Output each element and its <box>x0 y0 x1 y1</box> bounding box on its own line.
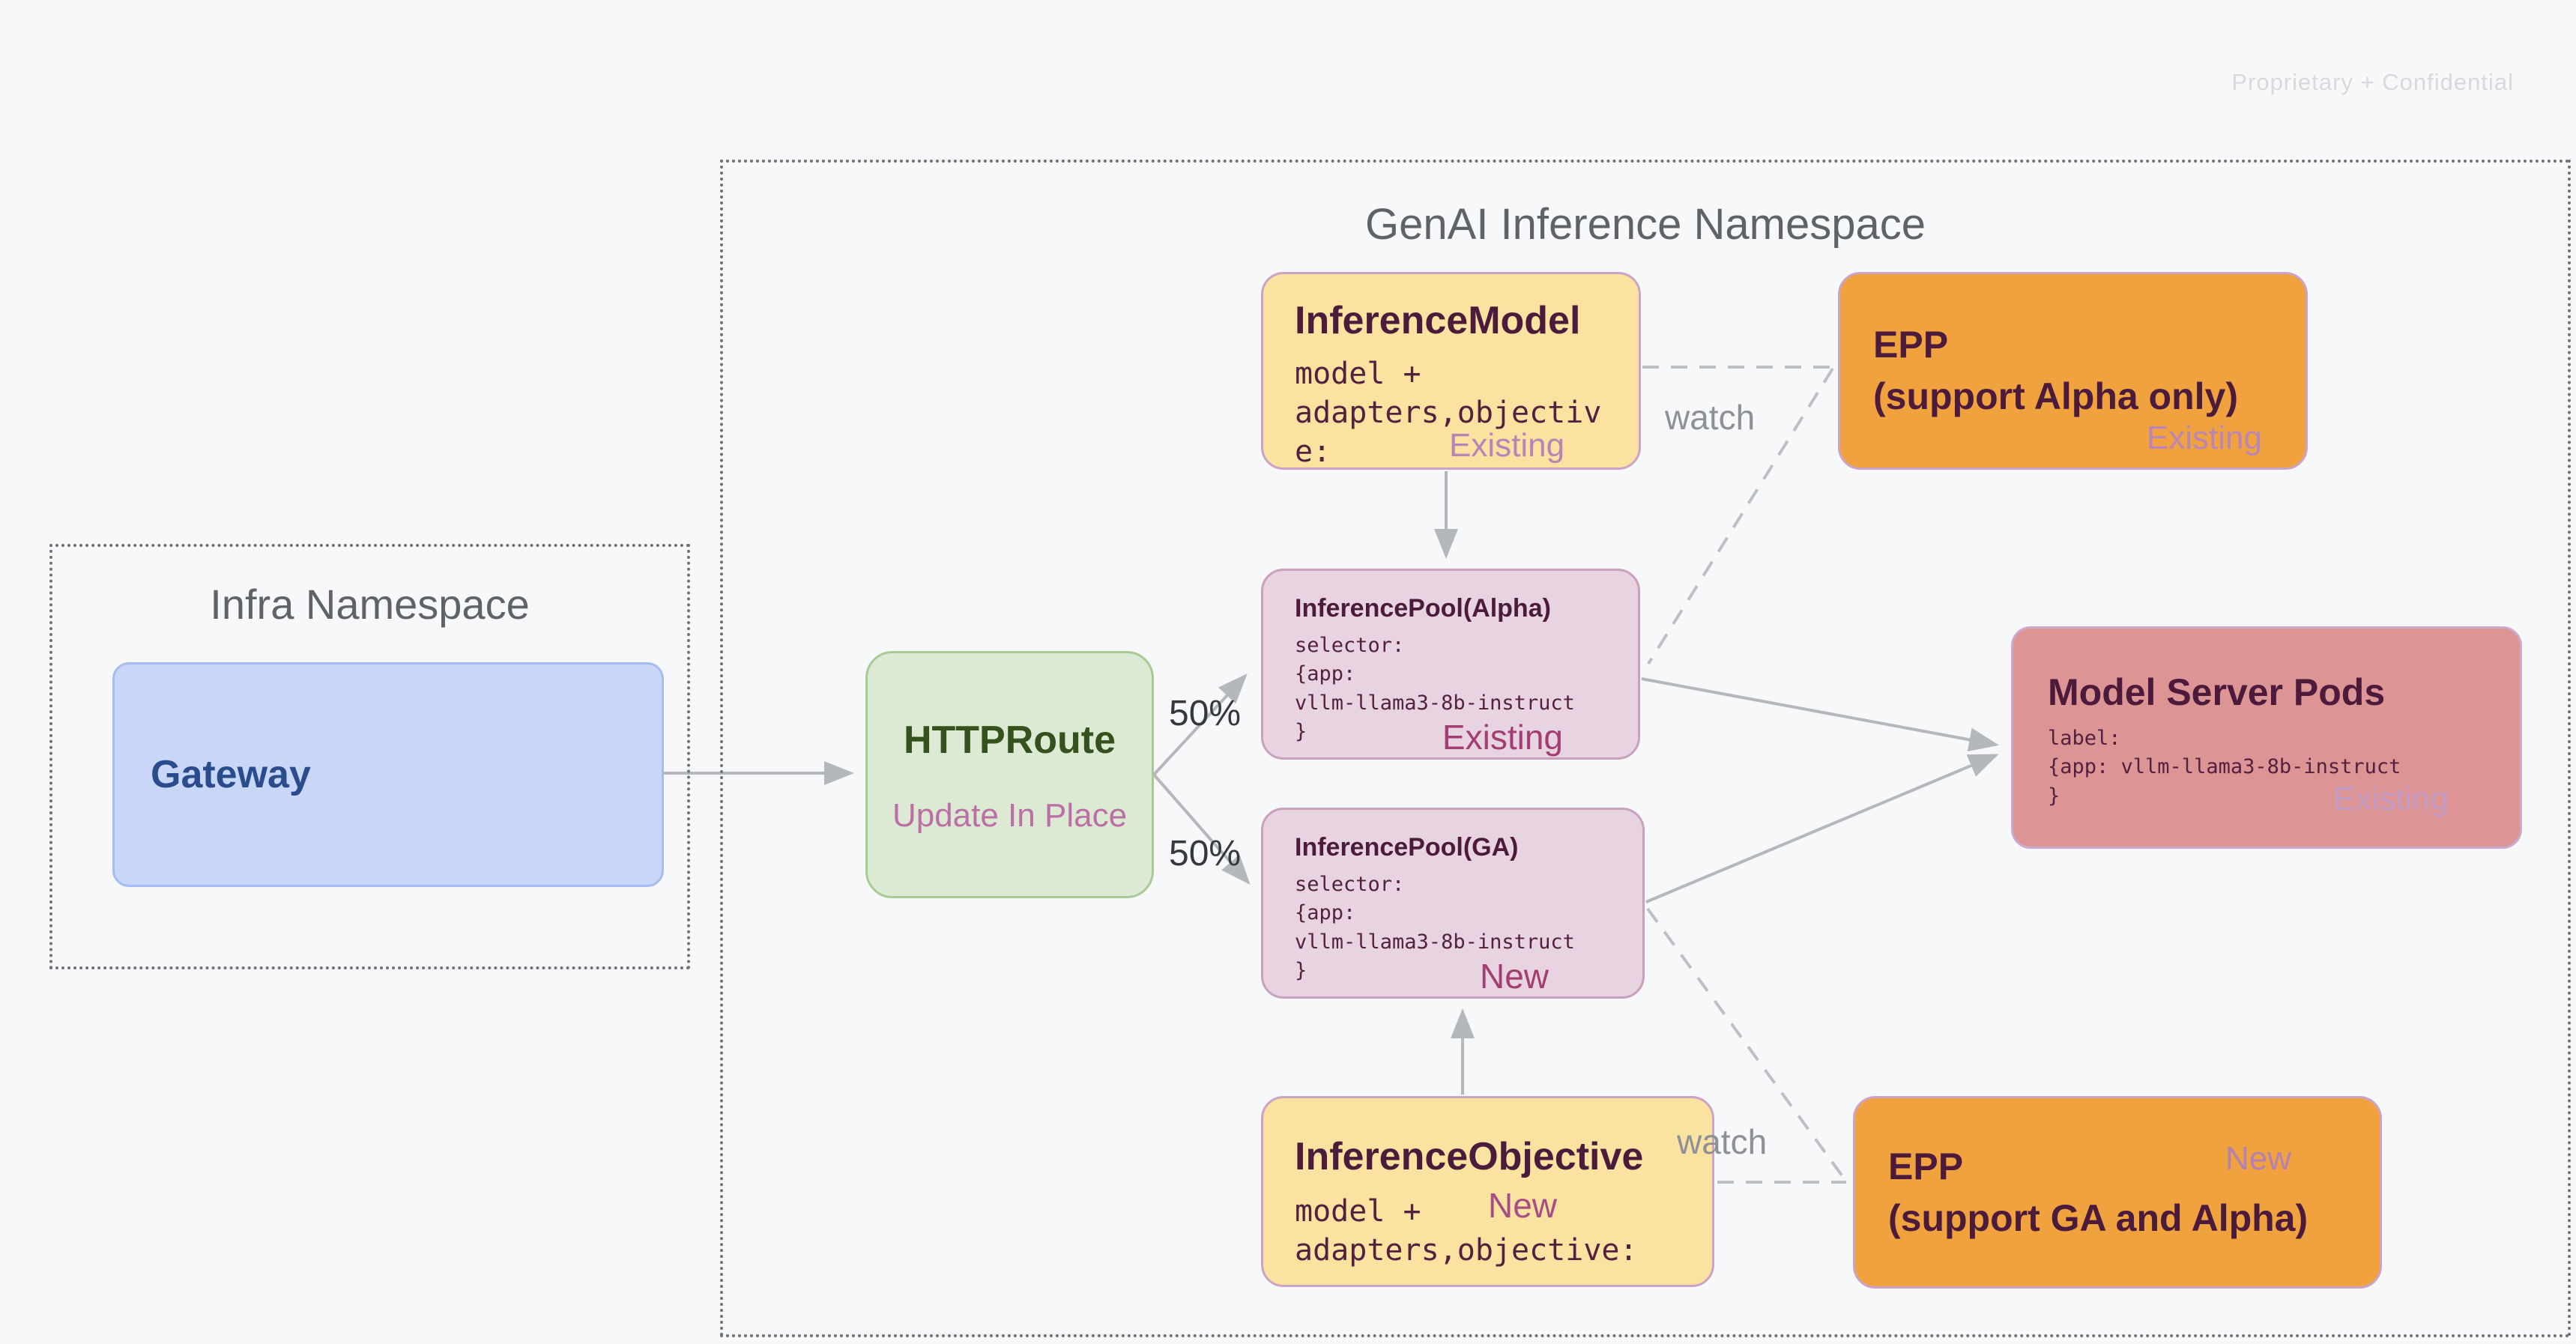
infra-namespace-container: Infra Namespace <box>49 544 690 969</box>
traffic-split-bottom-label: 50% <box>1169 834 1242 874</box>
model-server-pods-node: Model Server Pods label: {app: vllm-llam… <box>2011 626 2522 849</box>
httproute-node: HTTPRoute Update In Place <box>865 651 1154 898</box>
watch-label-top: watch <box>1665 398 1756 437</box>
inference-pool-alpha-selector: selector: {app: vllm-llama3-8b-instruct … <box>1295 633 1575 743</box>
epp-ga-status-badge: New <box>2225 1140 2291 1177</box>
epp-ga-node: EPP (support GA and Alpha) New <box>1853 1096 2382 1289</box>
inference-objective-title: InferenceObjective <box>1295 1135 1644 1178</box>
inference-model-node: InferenceModel model + adapters,objectiv… <box>1261 272 1641 470</box>
model-server-pods-title: Model Server Pods <box>2048 671 2386 713</box>
genai-inference-namespace-container: GenAI Inference Namespace <box>720 160 2571 1337</box>
confidentiality-watermark: Proprietary + Confidential <box>2231 69 2514 95</box>
model-server-pods-status-badge: Existing <box>2332 781 2449 817</box>
inference-pool-ga-title: InferencePool(GA) <box>1295 833 1519 862</box>
inference-pool-ga-node: InferencePool(GA) selector: {app: vllm-l… <box>1261 808 1645 999</box>
epp-alpha-status-badge: Existing <box>2146 420 2262 456</box>
epp-alpha-title: EPP (support Alpha only) <box>1873 324 2238 417</box>
epp-ga-title: EPP (support GA and Alpha) <box>1888 1145 2309 1239</box>
httproute-title: HTTPRoute <box>903 718 1116 762</box>
traffic-split-top-label: 50% <box>1169 694 1242 733</box>
epp-alpha-node: EPP (support Alpha only) Existing <box>1838 272 2308 470</box>
inference-pool-alpha-status-badge: Existing <box>1442 718 1563 757</box>
genai-namespace-title: GenAI Inference Namespace <box>1365 200 1926 249</box>
inference-pool-ga-selector: selector: {app: vllm-llama3-8b-instruct … <box>1295 872 1575 982</box>
gateway-node: Gateway <box>112 662 664 887</box>
httproute-subtitle: Update In Place <box>892 797 1128 835</box>
inference-pool-alpha-title: InferencePool(Alpha) <box>1295 594 1551 623</box>
gateway-title: Gateway <box>151 752 311 796</box>
inference-objective-node: InferenceObjective model + adapters,obje… <box>1261 1096 1714 1287</box>
inference-model-spec: model + adapters,objectiv e: <box>1295 356 1602 469</box>
watch-label-bottom: watch <box>1677 1122 1768 1161</box>
inference-objective-spec: model + adapters,objective: <box>1295 1193 1638 1268</box>
model-server-pods-label: label: {app: vllm-llama3-8b-instruct } <box>2048 727 2401 808</box>
inference-pool-alpha-node: InferencePool(Alpha) selector: {app: vll… <box>1261 569 1640 760</box>
inference-model-title: InferenceModel <box>1295 299 1581 342</box>
inference-pool-ga-status-badge: New <box>1479 957 1549 996</box>
inference-model-status-badge: Existing <box>1449 427 1565 464</box>
inference-objective-status-badge: New <box>1488 1186 1558 1225</box>
infra-namespace-title: Infra Namespace <box>210 581 530 628</box>
